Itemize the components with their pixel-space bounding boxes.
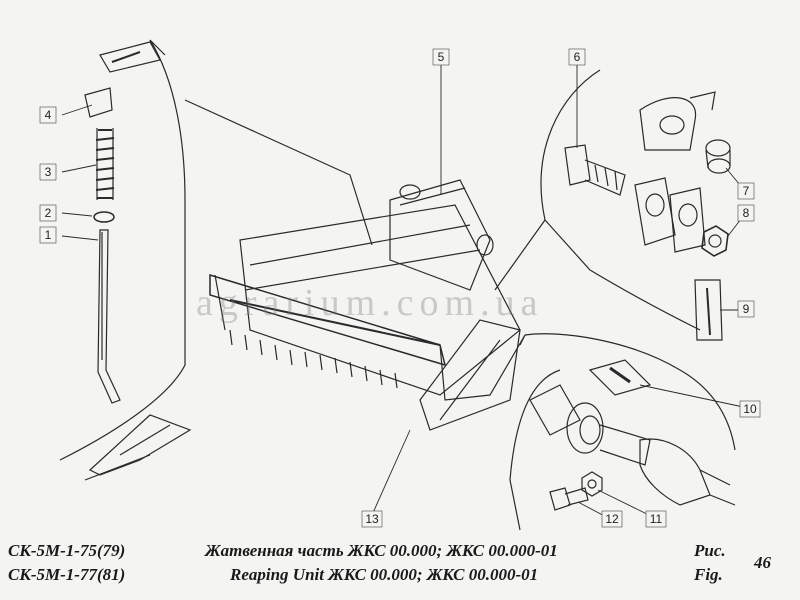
bushing-plate: [639, 91, 716, 151]
exploded-assembly-drawing: 1 2 3 4 5 6 7 8 9 10 11 12 13: [39, 39, 761, 531]
svg-text:4: 4: [45, 108, 52, 122]
figure-number: 46: [754, 553, 771, 572]
svg-text:6: 6: [574, 50, 581, 64]
svg-text:8: 8: [743, 206, 750, 220]
part-8-nut: [701, 225, 729, 257]
svg-text:11: 11: [650, 512, 663, 526]
callout-12: 12: [601, 510, 623, 528]
drive-sprocket-assembly: [529, 384, 736, 506]
right-top-detail-outline: [540, 69, 701, 331]
reaping-header-body: [209, 179, 526, 431]
model-code-1: СК-5М-1-75(79): [8, 541, 126, 560]
right-bottom-detail-outline: [524, 333, 736, 451]
svg-text:13: 13: [365, 512, 379, 526]
svg-text:7: 7: [743, 184, 750, 198]
figure-label-en: Fig.: [694, 565, 723, 584]
callout-8: 8: [737, 204, 755, 222]
part-4-pin: [84, 41, 161, 118]
left-detail-outline: [59, 39, 186, 461]
title-english: Reaping Unit ЖКС 00.000; ЖКС 00.000-01: [230, 565, 539, 584]
svg-text:3: 3: [45, 165, 52, 179]
part-7-sleeve: [705, 139, 731, 174]
model-code-2: СК-5М-1-77(81): [8, 565, 126, 584]
part-10-key: [588, 359, 652, 396]
leader-left-detail: [184, 99, 373, 246]
callout-3: 3: [39, 163, 57, 181]
callout-9: 9: [737, 300, 755, 318]
callout-1: 1: [39, 226, 57, 244]
part-11-nut: [581, 471, 603, 497]
callout-4: 4: [39, 106, 57, 124]
callout-7: 7: [737, 182, 755, 200]
svg-text:9: 9: [743, 302, 750, 316]
callout-13: 13: [361, 510, 383, 528]
title-russian: Жатвенная часть ЖКС 00.000; ЖКС 00.000-0…: [205, 541, 558, 560]
drawing-title-block: СК-5М-1-75(79) СК-5М-1-77(81) Жатвенная …: [0, 535, 800, 600]
svg-text:1: 1: [45, 228, 52, 242]
divider-blade: [84, 414, 192, 481]
callout-11: 11: [645, 510, 667, 528]
part-12-bolt: [549, 487, 589, 511]
callout-10: 10: [739, 400, 761, 418]
lock-plates: [634, 177, 706, 253]
callout-5: 5: [432, 48, 450, 66]
figure-label-ru: Рис.: [694, 541, 726, 560]
part-2-washer: [93, 211, 115, 223]
callout-6: 6: [568, 48, 586, 66]
part-1-rod: [97, 229, 121, 404]
callout-2: 2: [39, 204, 57, 222]
svg-text:12: 12: [605, 512, 619, 526]
svg-text:10: 10: [743, 402, 757, 416]
part-9-cotter-pin: [694, 279, 723, 341]
svg-text:5: 5: [438, 50, 445, 64]
callout-labels: 1 2 3 4 5 6 7 8 9 10 11 12 13: [39, 48, 761, 528]
part-6-bolt: [564, 144, 626, 196]
svg-text:2: 2: [45, 206, 52, 220]
part-3-spring: [95, 128, 115, 200]
watermark-text: agrarium.com.ua: [196, 282, 544, 324]
